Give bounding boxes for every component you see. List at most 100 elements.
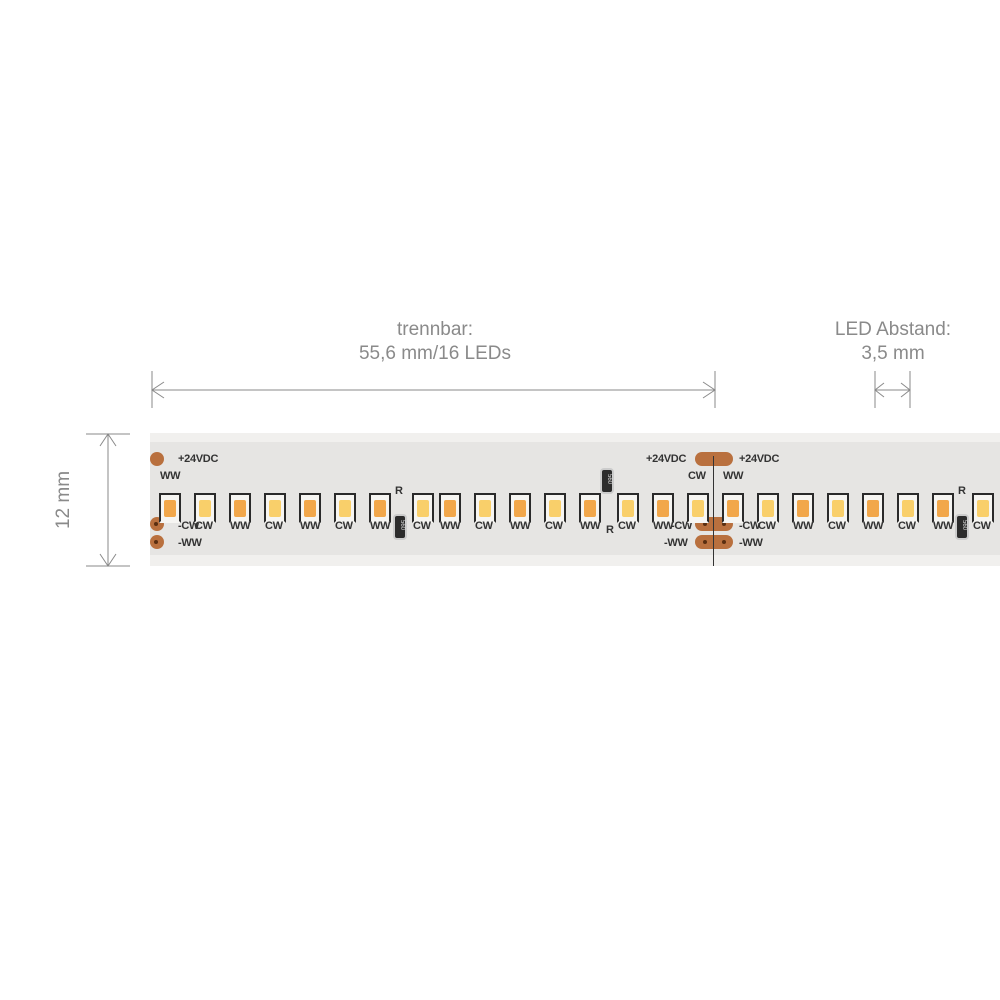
cut-label-line2: 55,6 mm/16 LEDs bbox=[358, 343, 512, 364]
led-label: WW bbox=[230, 520, 251, 532]
led-cw bbox=[972, 493, 994, 523]
led-chip bbox=[444, 500, 456, 517]
solder-pad bbox=[150, 452, 164, 466]
led-chip bbox=[977, 500, 989, 517]
led-ww bbox=[229, 493, 251, 523]
strip-width-label: 12 mm bbox=[53, 470, 74, 530]
led-chip bbox=[479, 500, 491, 517]
led-ww bbox=[792, 493, 814, 523]
led-chip bbox=[797, 500, 809, 517]
led-label: CW bbox=[545, 520, 563, 532]
led-chip bbox=[727, 500, 739, 517]
led-ww bbox=[579, 493, 601, 523]
led-label: CW bbox=[688, 470, 706, 482]
resistor-label: R bbox=[395, 485, 403, 497]
led-cw bbox=[474, 493, 496, 523]
resistor: 560 bbox=[600, 468, 614, 494]
led-label: CW bbox=[828, 520, 846, 532]
led-chip bbox=[584, 500, 596, 517]
led-label: WW bbox=[580, 520, 601, 532]
led-chip bbox=[832, 500, 844, 517]
led-label: CW bbox=[758, 520, 776, 532]
led-cw bbox=[757, 493, 779, 523]
solder-pad-cut bbox=[695, 452, 733, 466]
led-ww bbox=[299, 493, 321, 523]
led-cw bbox=[194, 493, 216, 523]
cut-label-line1: trennbar: bbox=[396, 319, 474, 340]
minus-cw-label: -CW bbox=[671, 520, 693, 532]
solder-pad bbox=[150, 535, 164, 549]
led-chip bbox=[549, 500, 561, 517]
voltage-label: +24VDC bbox=[739, 453, 780, 465]
minus-ww-label: -WW bbox=[739, 537, 763, 549]
resistor-label: R bbox=[958, 485, 966, 497]
led-chip bbox=[374, 500, 386, 517]
led-label: CW bbox=[265, 520, 283, 532]
led-chip bbox=[339, 500, 351, 517]
led-label: WW bbox=[653, 520, 674, 532]
led-cw bbox=[897, 493, 919, 523]
cut-length-label: trennbar: 55,6 mm/16 LEDs bbox=[300, 318, 570, 366]
spacing-label-line1: LED Abstand: bbox=[834, 319, 952, 340]
led-cw bbox=[544, 493, 566, 523]
led-ww bbox=[862, 493, 884, 523]
led-label: WW bbox=[793, 520, 814, 532]
minus-ww-label: -WW bbox=[664, 537, 688, 549]
led-chip bbox=[657, 500, 669, 517]
minus-ww-label: -WW bbox=[178, 537, 202, 549]
led-chip bbox=[867, 500, 879, 517]
voltage-label: +24VDC bbox=[178, 453, 219, 465]
led-ww bbox=[932, 493, 954, 523]
resistor: 560 bbox=[955, 514, 969, 540]
led-label: WW bbox=[160, 470, 181, 482]
led-label: CW bbox=[618, 520, 636, 532]
led-ww bbox=[509, 493, 531, 523]
led-cw bbox=[412, 493, 434, 523]
led-chip bbox=[234, 500, 246, 517]
resistor-code: 560 bbox=[399, 520, 405, 531]
led-chip bbox=[622, 500, 634, 517]
led-ww bbox=[159, 493, 181, 523]
led-chip bbox=[902, 500, 914, 517]
spacing-label-line2: 3,5 mm bbox=[861, 343, 925, 364]
led-cw bbox=[827, 493, 849, 523]
led-ww bbox=[369, 493, 391, 523]
led-label: CW bbox=[898, 520, 916, 532]
led-cw bbox=[687, 493, 709, 523]
minus-cw-label: -CW bbox=[739, 520, 761, 532]
led-chip bbox=[269, 500, 281, 517]
led-label: CW bbox=[335, 520, 353, 532]
led-ww bbox=[652, 493, 674, 523]
led-ww bbox=[722, 493, 744, 523]
pcb: +24VDC -CW -WW +24VDC +24VDC -CW -CW -WW… bbox=[150, 442, 1000, 566]
led-label: WW bbox=[440, 520, 461, 532]
led-label: CW bbox=[195, 520, 213, 532]
led-spacing-label: LED Abstand: 3,5 mm bbox=[800, 318, 986, 366]
led-cw bbox=[617, 493, 639, 523]
resistor: 560 bbox=[393, 514, 407, 540]
led-label: WW bbox=[863, 520, 884, 532]
resistor-label: R bbox=[606, 524, 614, 536]
led-label: WW bbox=[300, 520, 321, 532]
led-strip: +24VDC -CW -WW +24VDC +24VDC -CW -CW -WW… bbox=[150, 433, 1000, 566]
led-chip bbox=[164, 500, 176, 517]
led-chip bbox=[937, 500, 949, 517]
led-label: CW bbox=[413, 520, 431, 532]
led-label: WW bbox=[723, 470, 744, 482]
led-label: CW bbox=[475, 520, 493, 532]
led-chip bbox=[514, 500, 526, 517]
led-cw bbox=[334, 493, 356, 523]
minus-cw-label: -CW bbox=[178, 520, 200, 532]
led-label: WW bbox=[510, 520, 531, 532]
led-chip bbox=[304, 500, 316, 517]
resistor-code: 560 bbox=[961, 520, 967, 531]
led-chip bbox=[762, 500, 774, 517]
led-ww bbox=[439, 493, 461, 523]
voltage-label: +24VDC bbox=[646, 453, 687, 465]
led-label: WW bbox=[933, 520, 954, 532]
resistor-code: 560 bbox=[606, 474, 612, 485]
cut-line bbox=[713, 456, 714, 566]
led-chip bbox=[199, 500, 211, 517]
solder-pad-cut bbox=[695, 535, 733, 549]
